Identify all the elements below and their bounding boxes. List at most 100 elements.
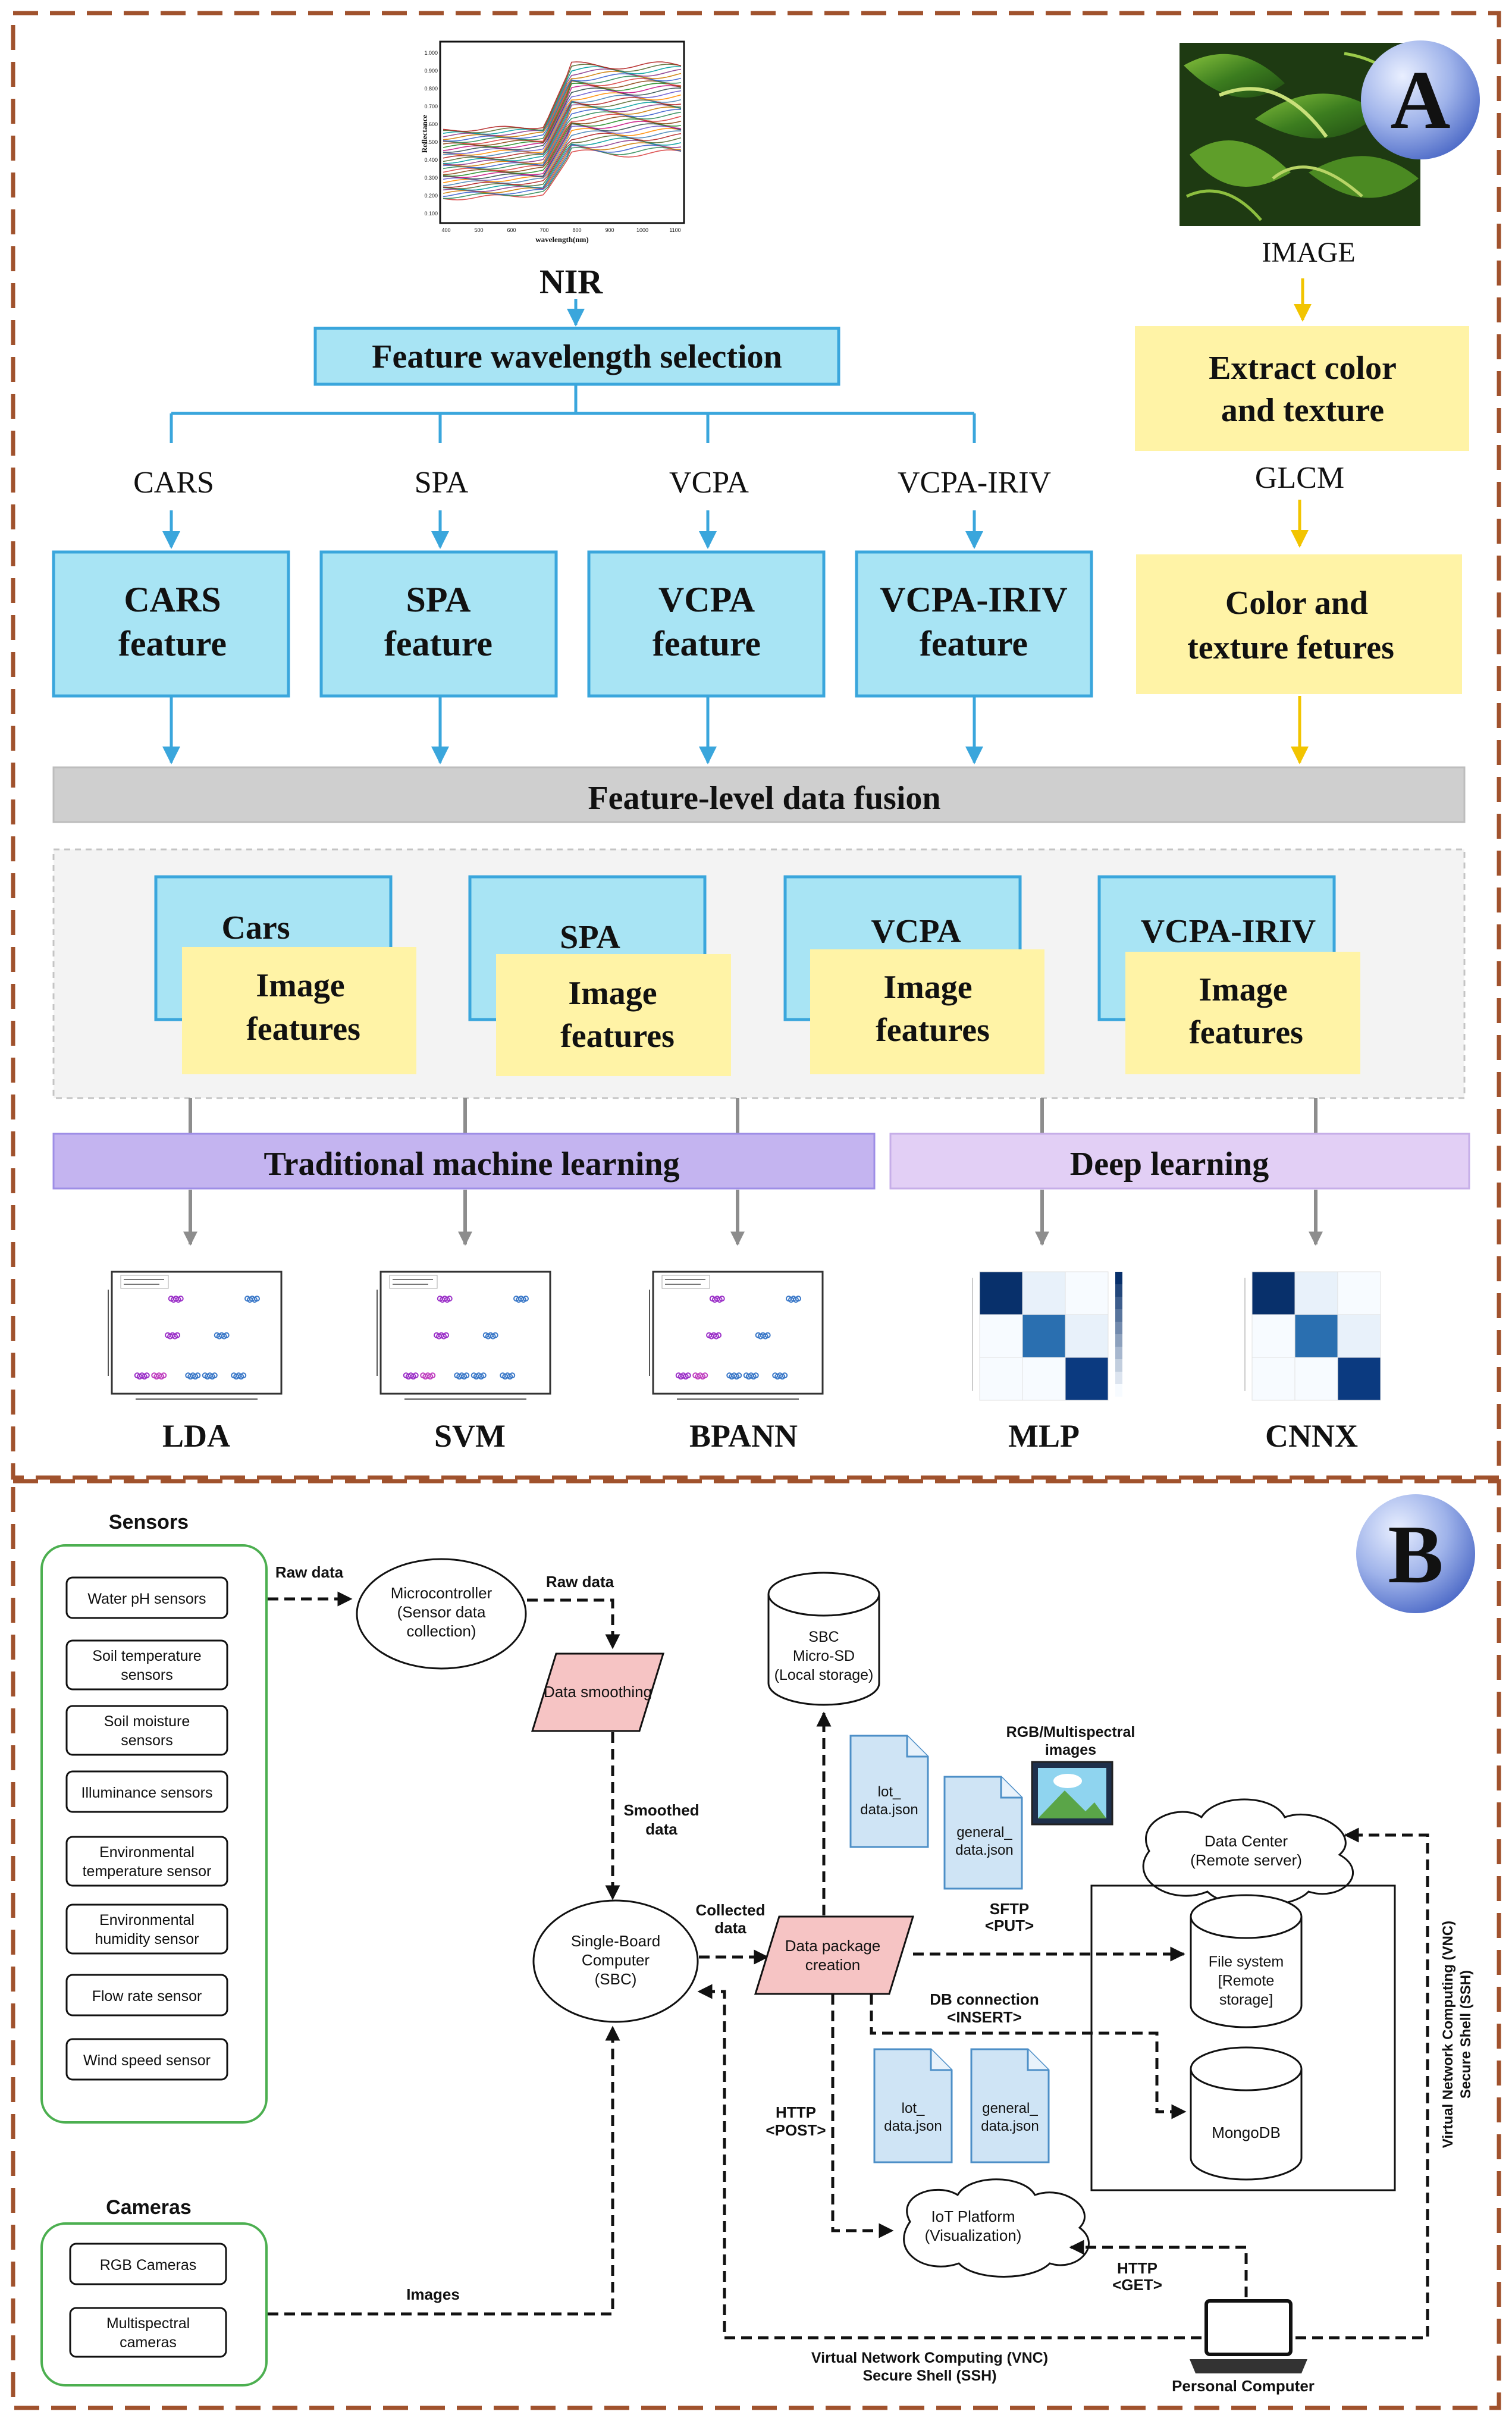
- matrix-cell: [1337, 1271, 1381, 1315]
- nir-x-tick: 400: [441, 227, 450, 233]
- feature-wavelength-selection-box: Feature wavelength selection: [313, 327, 840, 386]
- sensor-label: Environmental: [99, 1912, 195, 1928]
- nir-spectrum-line: [443, 121, 682, 178]
- matrix-cell: [1251, 1314, 1295, 1358]
- svg-text:SBC: SBC: [808, 1629, 839, 1645]
- svg-text:Micro-SD: Micro-SD: [793, 1648, 855, 1664]
- scatter-point: [161, 1372, 167, 1379]
- svg-text:Deep learning: Deep learning: [1070, 1146, 1269, 1183]
- nir-x-tick: 900: [605, 227, 614, 233]
- scatter-point: [195, 1372, 201, 1379]
- sftp-label: SFTP: [990, 1900, 1029, 1918]
- svg-text:data.json: data.json: [981, 2118, 1039, 2134]
- matrix-cell: [979, 1271, 1023, 1315]
- feature-to-fusion-arrows: [162, 697, 983, 764]
- scatter-point: [443, 1332, 450, 1338]
- model-label-mlp: MLP: [1008, 1418, 1080, 1454]
- combo-cars-image: Cars Image features: [154, 875, 416, 1074]
- nir-y-tick: 0.400: [424, 157, 438, 163]
- svg-text:general_: general_: [982, 2100, 1038, 2116]
- nir-y-tick: 0.600: [424, 121, 438, 127]
- bpann-result-plot: [649, 1271, 824, 1400]
- svg-text:B: B: [1388, 1509, 1443, 1601]
- traditional-ml-bar: Traditional machine learning: [52, 1133, 876, 1190]
- microcontroller-node: Microcontroller (Sensor data collection): [356, 1558, 527, 1670]
- model-label-lda: LDA: [162, 1418, 230, 1454]
- nir-spectrum-line: [443, 142, 682, 194]
- svg-text:CARS: CARS: [124, 580, 221, 619]
- nir-ylabel: Reflectance: [420, 115, 429, 153]
- vnc-side-label: Virtual Network Computing (VNC): [1440, 1921, 1456, 2148]
- badge-b: B: [1356, 1494, 1475, 1613]
- nir-y-tick: 0.300: [424, 175, 438, 181]
- scatter-point: [492, 1332, 498, 1338]
- nir-spectrum-line: [443, 87, 682, 153]
- svg-text:feature: feature: [653, 624, 761, 663]
- svg-text:(Sensor data: (Sensor data: [397, 1603, 486, 1621]
- http-get-label-2: <GET>: [1112, 2276, 1162, 2294]
- svg-text:VCPA-IRIV: VCPA-IRIV: [880, 580, 1068, 619]
- nir-y-tick: 0.700: [424, 104, 438, 109]
- sbc-local-storage: SBC Micro-SD (Local storage): [767, 1572, 880, 1706]
- sensor-label: humidity sensor: [95, 1931, 199, 1948]
- svm-result-plot: [377, 1271, 551, 1400]
- panel-a: 1.0000.9000.8000.7000.6000.5000.4000.300…: [11, 11, 1501, 1480]
- sensor-label: temperature sensor: [83, 1863, 212, 1880]
- svg-text:File system: File system: [1209, 1953, 1284, 1970]
- svg-text:Data package: Data package: [785, 1937, 880, 1955]
- scatter-point: [509, 1372, 516, 1379]
- nir-spectrum-line: [443, 78, 682, 145]
- scatter-point: [719, 1296, 725, 1302]
- combo-to-ml-lines: [189, 1098, 1317, 1134]
- nir-label: NIR: [539, 262, 603, 301]
- general-data-json-doc-a: general_ data.json: [943, 1776, 1023, 1890]
- mongodb-storage: MongoDB: [1190, 2046, 1303, 2181]
- feature-level-fusion-bar: Feature-level data fusion: [52, 766, 1466, 823]
- vnc-bottom-label: Virtual Network Computing (VNC): [811, 2350, 1048, 2366]
- sensors-title: Sensors: [109, 1511, 189, 1533]
- nir-spectra-chart: 1.0000.9000.8000.7000.6000.5000.4000.300…: [416, 31, 693, 245]
- nir-spectrum-line: [443, 106, 682, 167]
- badge-a: A: [1361, 40, 1480, 159]
- svg-text:features: features: [876, 1012, 990, 1049]
- svg-text:Single-Board: Single-Board: [571, 1932, 660, 1950]
- svg-text:Traditional machine learning: Traditional machine learning: [264, 1146, 680, 1183]
- svg-text:Cars: Cars: [221, 910, 290, 946]
- cnnx-confusion-matrix: [1244, 1271, 1381, 1401]
- matrix-cell: [1022, 1314, 1066, 1358]
- nir-y-tick: 0.800: [424, 86, 438, 92]
- scatter-point: [254, 1296, 260, 1302]
- sensor-label: sensors: [121, 1667, 173, 1683]
- sensor-label: sensors: [121, 1732, 173, 1749]
- matrix-cell: [1251, 1271, 1295, 1315]
- svg-text:VCPA: VCPA: [658, 580, 755, 619]
- scatter-point: [685, 1372, 691, 1379]
- matrix-cell: [1337, 1314, 1381, 1358]
- sensor-label: Flow rate sensor: [92, 1988, 202, 2005]
- camera-label: RGB Cameras: [100, 2257, 197, 2273]
- feature-box-spa: SPA feature: [319, 550, 558, 698]
- svg-text:(Local storage): (Local storage): [774, 1667, 874, 1683]
- nir-spectrum-line: [443, 123, 682, 180]
- scatter-point: [223, 1332, 230, 1338]
- svg-text:data.json: data.json: [860, 1802, 918, 1818]
- sensor-item: Wind speed sensor: [65, 2038, 228, 2081]
- svg-text:texture fetures: texture fetures: [1187, 629, 1394, 666]
- collected-data-label-2: data: [714, 1919, 746, 1937]
- svg-text:IoT Platform: IoT Platform: [931, 2207, 1015, 2225]
- nir-spectrum-line: [443, 128, 682, 184]
- svg-text:SPA: SPA: [406, 580, 471, 619]
- model-label-bpann: BPANN: [689, 1418, 798, 1454]
- nir-spectrum-line: [443, 90, 682, 155]
- combo-vcpa-image: VCPA Image features: [783, 875, 1044, 1074]
- nir-x-tick: 1000: [636, 227, 648, 233]
- scatter-point: [174, 1332, 181, 1338]
- raw-data-label-2: Raw data: [546, 1573, 614, 1591]
- nir-spectrum-line: [443, 66, 682, 135]
- svg-text:SPA: SPA: [560, 919, 620, 956]
- nir-x-tick: 700: [539, 227, 548, 233]
- nir-y-tick: 0.500: [424, 139, 438, 145]
- nir-spectrum-line: [443, 126, 682, 181]
